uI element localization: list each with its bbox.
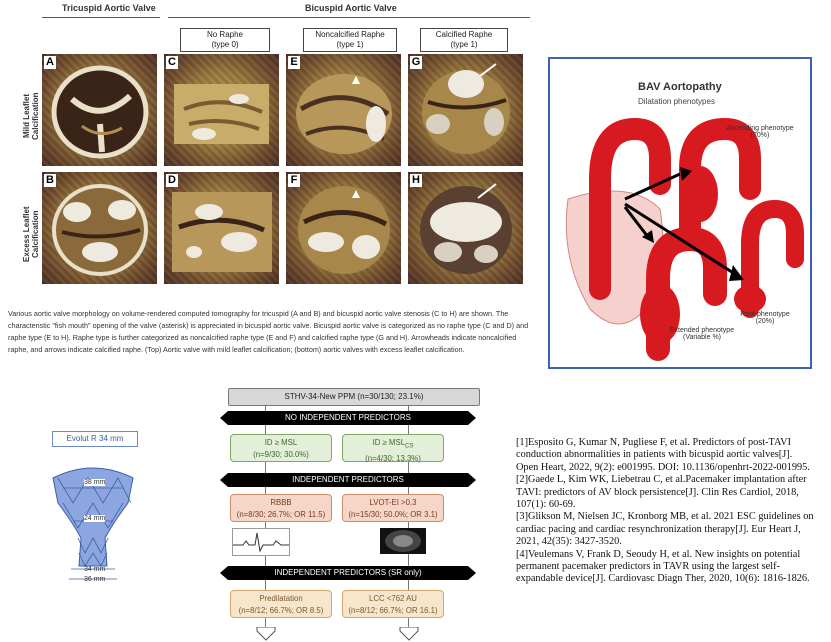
ct-panel-b: B	[42, 172, 157, 284]
box-stats: (n=8/12; 66.7%; OR 8.5)	[238, 606, 324, 615]
type-box-noncalcified-raphe: Noncalcified Raphe (type 1)	[303, 28, 397, 52]
row-label-line: Calcification	[31, 210, 40, 258]
flow-top-box: STHV-34-New PPM (n=30/130; 23.1%)	[228, 388, 480, 406]
row-label-mild: Mild Leaflet Calcification	[22, 60, 40, 172]
panel-letter: C	[166, 56, 178, 69]
down-arrow-right	[399, 627, 419, 641]
evolut-label: Evolut R 34 mm	[52, 431, 138, 447]
type-box-sub: (type 1)	[336, 40, 364, 49]
references: [1]Esposito G, Kumar N, Pugliese F, et a…	[516, 437, 816, 586]
bav-title: BAV Aortopathy	[638, 81, 722, 93]
bav-aortopathy-panel: BAV Aortopathy Dilatation phenotypes Asc…	[548, 57, 812, 369]
box-stats: (n=8/30; 26.7%; OR 11.5)	[236, 510, 326, 519]
box-title: ID ≥ MSLCS	[343, 437, 443, 453]
ct-panel-g: G	[408, 54, 523, 166]
bar-no-independent: NO INDEPENDENT PREDICTORS	[220, 411, 476, 425]
type-box-title: No Raphe	[206, 30, 244, 39]
box-lcc: LCC <762 AU (n=8/12; 66.7%; OR 16.1)	[342, 590, 444, 618]
ct-panel-f: F	[286, 172, 401, 284]
bicuspid-header: Bicuspid Aortic Valve	[305, 3, 397, 13]
type-box-sub: (type 0)	[211, 40, 239, 49]
ct-panel-c: C	[164, 54, 279, 166]
row-label-excess: Excess Leaflet Calcification	[22, 178, 40, 290]
panel-letter: A	[44, 56, 56, 69]
panel-letter: B	[44, 174, 56, 187]
box-stats: (n=8/12; 66.7%; OR 16.1)	[348, 606, 438, 615]
row-label-line: Mild Leaflet	[22, 94, 31, 139]
reference-item: [2]Gaede L, Kim WK, Liebetrau C, et al.P…	[516, 474, 807, 511]
reference-item: [1]Esposito G, Kumar N, Pugliese F, et a…	[516, 437, 810, 473]
tricuspid-header: Tricuspid Aortic Valve	[62, 3, 156, 13]
ct-figure: Tricuspid Aortic Valve Bicuspid Aortic V…	[0, 0, 540, 360]
box-id-mslcs: ID ≥ MSLCS (n=4/30; 13.3%)	[342, 434, 444, 463]
ct-panel-d: D	[164, 172, 279, 284]
root-label-pct: (20%)	[755, 318, 775, 325]
tricuspid-header-line	[42, 17, 160, 18]
down-arrow-left	[256, 627, 276, 641]
box-title: RBBB	[270, 498, 292, 507]
root-label: Root phenotype (20%)	[730, 311, 800, 325]
panel-letter: D	[166, 174, 178, 187]
ecg-thumbnail	[232, 528, 290, 556]
extended-label-pct: (Variable %)	[683, 334, 721, 341]
panel-letter: F	[288, 174, 300, 187]
box-rbbb: RBBB (n=8/30; 26.7%; OR 11.5)	[230, 494, 332, 522]
ct-caption: Various aortic valve morphology on volum…	[8, 309, 529, 354]
type-box-title: Calcified Raphe	[435, 30, 493, 39]
box-title: ID ≥ MSL	[264, 438, 298, 447]
box-stats: (n=4/30; 13.3%)	[365, 453, 421, 463]
bar-independent-sr: INDEPENDENT PREDICTORS (SR only)	[220, 566, 476, 580]
box-predilatation: Predilatation (n=8/12; 66.7%; OR 8.5)	[230, 590, 332, 618]
dim-36: 36 mm	[84, 576, 106, 583]
bav-illustration	[565, 117, 804, 361]
ct-panel-e: E	[286, 54, 401, 166]
row-label-line: Calcification	[31, 92, 40, 140]
box-stats: (n=15/30; 50.0%; OR 3.1)	[348, 510, 438, 519]
box-stats: (n=9/30; 30.0%)	[253, 450, 309, 459]
type-box-no-raphe: No Raphe (type 0)	[180, 28, 270, 52]
dim-38: 38 mm	[84, 479, 106, 486]
box-lvot: LVOT-EI >0.3 (n=15/30; 50.0%; OR 3.1)	[342, 494, 444, 522]
box-title-sub: CS	[405, 443, 414, 450]
panel-letter: G	[410, 56, 422, 69]
type-box-calcified-raphe: Calcified Raphe (type 1)	[420, 28, 508, 52]
row-label-line: Excess Leaflet	[22, 206, 31, 262]
ascending-label-pct: (70%)	[750, 132, 770, 139]
box-title: Predilatation	[259, 594, 303, 603]
type-box-title: Noncalcified Raphe	[315, 30, 385, 39]
ct-thumbnail	[380, 528, 426, 554]
extended-label-line: Extended phenotype	[669, 327, 735, 334]
box-title: LCC <762 AU	[369, 594, 417, 603]
box-id-msl: ID ≥ MSL (n=9/30; 30.0%)	[230, 434, 332, 462]
dim-24: 24 mm	[84, 515, 106, 522]
ct-panel-a: A	[42, 54, 157, 166]
ascending-label: Ascending phenotype (70%)	[720, 125, 800, 139]
bicuspid-header-line	[168, 17, 530, 18]
extended-label: Extended phenotype (Variable %)	[662, 327, 742, 341]
box-title: LVOT-EI >0.3	[369, 498, 417, 507]
reference-item: [4]Veulemans V, Frank D, Seoudy H, et al…	[516, 548, 810, 585]
type-box-sub: (type 1)	[450, 40, 478, 49]
panel-letter: H	[410, 174, 422, 187]
bar-independent: INDEPENDENT PREDICTORS	[220, 473, 476, 487]
dim-34: 34 mm	[84, 566, 106, 573]
bav-subtitle: Dilatation phenotypes	[638, 97, 715, 106]
panel-letter: E	[288, 56, 300, 69]
ct-panel-h: H	[408, 172, 523, 284]
root-label-line: Root phenotype	[740, 311, 790, 318]
ascending-label-line: Ascending phenotype	[726, 125, 794, 132]
box-title-main: ID ≥ MSL	[372, 438, 406, 447]
reference-item: [3]Glikson M, Nielsen JC, Kronborg MB, e…	[516, 511, 814, 548]
